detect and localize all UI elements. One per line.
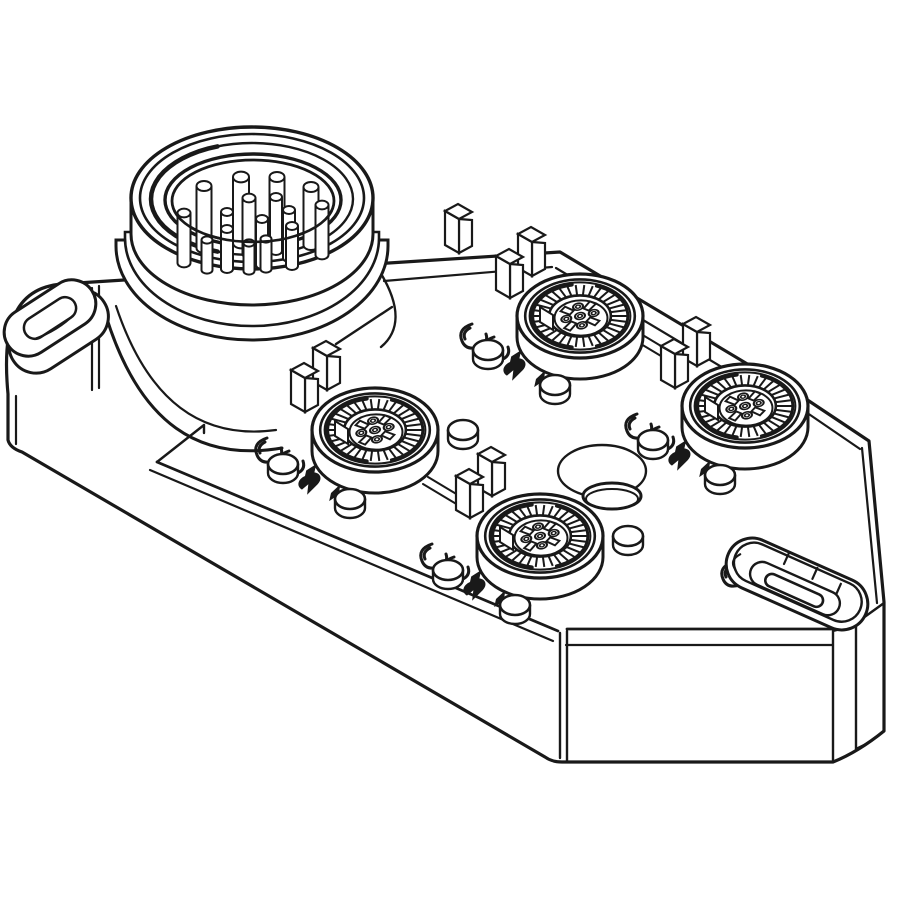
led-dome: [538, 373, 572, 406]
socket-hub: [723, 390, 767, 422]
led-dome: [703, 463, 737, 496]
housing-body: [4, 250, 886, 764]
pin: [220, 224, 234, 274]
pin: [314, 199, 330, 261]
circular-socket-port-2: [310, 386, 440, 495]
molded-arrow-mark: [668, 440, 691, 471]
clip-tab: [453, 467, 486, 520]
front-right-corner-post: [831, 601, 886, 762]
pin: [176, 207, 192, 269]
right-chamfer-inner-edge: [798, 406, 879, 605]
skirt-top-edge-inner: [148, 468, 555, 643]
molded-arrow-mark: [503, 350, 526, 381]
connector-pins: [176, 170, 330, 276]
led-dome: [498, 593, 532, 626]
body-silhouette: [4, 250, 886, 764]
clip-tab: [493, 247, 526, 300]
pin: [200, 235, 214, 275]
clip-tab: [288, 361, 321, 414]
circular-socket-port-1: [515, 272, 645, 381]
socket-hub: [518, 520, 562, 552]
led-dome: [431, 558, 465, 591]
pin: [242, 238, 256, 276]
front-left-corner-post: [558, 629, 569, 764]
circular-socket-port-3: [680, 362, 810, 471]
led-dome: [333, 487, 367, 520]
clip-tab: [442, 202, 475, 255]
clip-tab: [658, 337, 691, 390]
plateau-step-edge: [155, 305, 394, 464]
led-dome: [266, 452, 300, 485]
led-dome: [636, 428, 670, 461]
molded-arrow-mark: [298, 464, 321, 495]
mounting-slot: [724, 536, 870, 632]
socket-hub: [353, 414, 397, 446]
led-dome: [446, 418, 480, 451]
led-dome: [611, 524, 645, 557]
multi-pin-male-connector: [104, 125, 397, 453]
components-layer: [2, 125, 870, 632]
skirt-top-edge: [155, 460, 560, 633]
countersunk-hole: [556, 443, 648, 511]
led-dome: [471, 338, 505, 371]
molded-arrow-mark: [463, 570, 486, 601]
circular-socket-port-4: [475, 492, 605, 601]
socket-hub: [558, 300, 602, 332]
mounting-lug-slot: [2, 278, 110, 375]
clip-tab: [475, 445, 508, 498]
pin: [285, 221, 299, 271]
